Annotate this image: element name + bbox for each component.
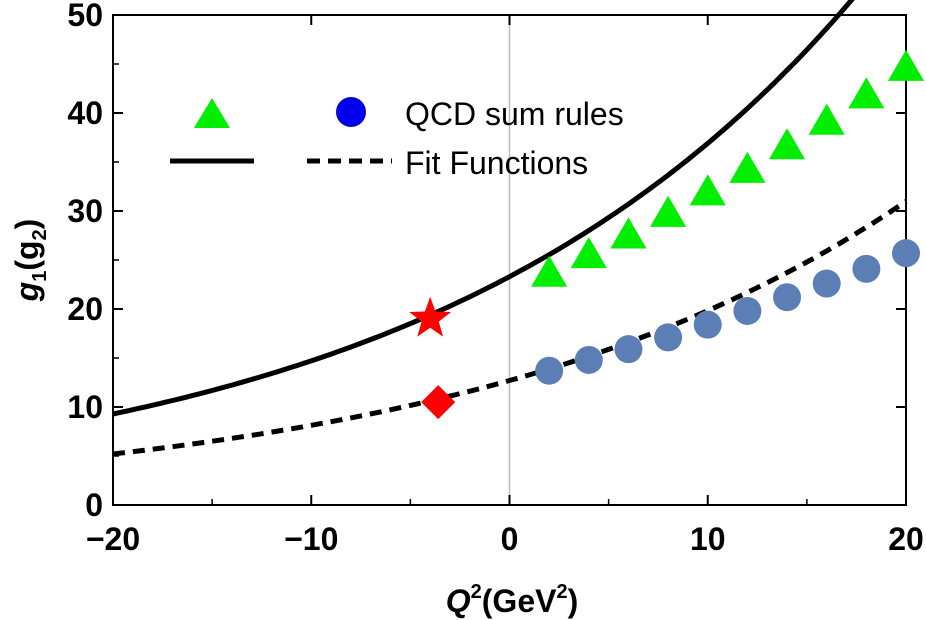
legend-triangle-marker: [194, 98, 230, 128]
y-tick-label: 10: [67, 389, 103, 425]
triangle-point: [650, 195, 687, 227]
triangle-point: [808, 103, 845, 135]
fit-line-solid: [112, 0, 855, 417]
legend-circle-marker: [336, 97, 366, 127]
special-points: [409, 296, 456, 420]
circle-point: [812, 269, 841, 298]
plot-frame: [112, 14, 907, 506]
y-tick-label: 50: [67, 0, 103, 33]
y-axis-title: g1(g2): [9, 219, 51, 303]
triangle-point: [689, 174, 726, 206]
legend-label-qcd-sum-rules: QCD sum rules: [405, 96, 624, 132]
x-tick-label: −10: [284, 521, 338, 557]
data-markers: [531, 49, 924, 385]
y-tick-label: 40: [67, 95, 103, 131]
triangle-point: [888, 49, 924, 81]
circle-point: [574, 345, 603, 374]
legend: QCD sum rules Fit Functions: [170, 96, 624, 181]
circle-point: [892, 239, 920, 268]
triangle-point: [570, 237, 607, 269]
y-tick-label: 30: [67, 193, 103, 229]
diamond-point: [421, 385, 456, 420]
x-tick-label: 10: [690, 521, 726, 557]
x-tick-label: 20: [888, 521, 924, 557]
x-tick-label: 0: [501, 521, 519, 557]
x-axis-title: Q2(GeV2): [446, 581, 578, 619]
circle-point: [614, 335, 643, 364]
circle-point: [654, 323, 683, 352]
circle-point: [733, 296, 762, 325]
triangle-point: [531, 255, 568, 287]
fit-line-dashed: [112, 199, 908, 457]
star-point: [409, 296, 452, 337]
triangle-point: [769, 128, 806, 160]
circle-point: [852, 254, 881, 283]
circle-point: [773, 283, 802, 312]
legend-label-fit-functions: Fit Functions: [405, 145, 588, 181]
triangle-point: [729, 151, 766, 183]
y-tick-label: 0: [85, 487, 103, 523]
circle-point: [693, 310, 722, 339]
x-tick-label: −20: [86, 521, 140, 557]
y-tick-label: 20: [67, 291, 103, 327]
triangle-point: [848, 77, 885, 109]
fit-lines: [112, 0, 908, 457]
triangle-point: [610, 217, 647, 249]
axis-ticks: −20 −10 0 10 20 0 10 20 30 40 50: [67, 0, 923, 557]
circle-point: [535, 356, 564, 385]
